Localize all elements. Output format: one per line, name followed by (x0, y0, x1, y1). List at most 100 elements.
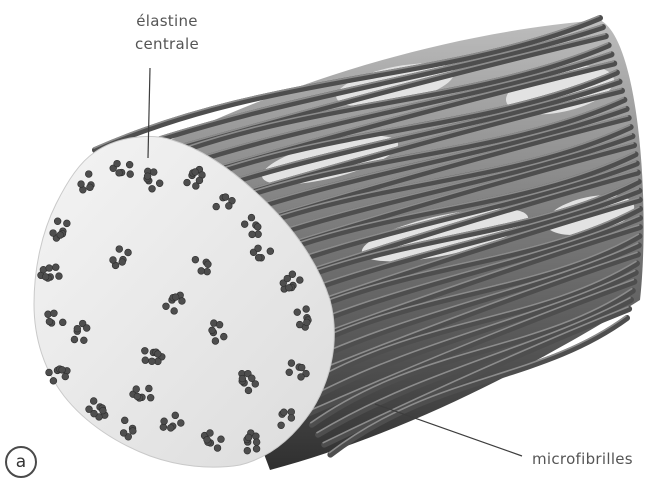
microfibril-dot (294, 309, 301, 316)
microfibril-dot (62, 373, 69, 380)
microfibril-dot (144, 173, 151, 180)
microfibril-dot (129, 428, 136, 435)
microfibril-dot (253, 439, 260, 446)
microfibril-dot (167, 425, 174, 432)
microfibril-dot (255, 245, 262, 252)
microfibril-dot (63, 220, 70, 227)
microfibril-dot (278, 422, 285, 429)
microfibril-dot (171, 308, 178, 315)
microfibril-dot (116, 169, 123, 176)
microfibril-dot (57, 232, 64, 239)
microfibril-dot (125, 249, 132, 256)
microfibril-dot (83, 325, 90, 332)
microfibril-dot (116, 246, 123, 253)
microfibril-dot (86, 184, 93, 191)
microfibril-dot (192, 256, 199, 263)
microfibril-dot (253, 445, 260, 452)
microfibril-dot (207, 430, 214, 437)
microfibrilles-label: microfibrilles (532, 448, 633, 471)
microfibril-dot (126, 161, 133, 168)
microfibril-dot (225, 202, 232, 209)
microfibril-dot (133, 386, 140, 393)
microfibril-dot (205, 261, 212, 268)
microfibril-dot (154, 351, 161, 358)
microfibril-dot (239, 375, 246, 382)
microfibril-dot (46, 369, 53, 376)
microfibril-dot (214, 445, 221, 452)
microfibril-dot (288, 360, 295, 367)
microfibril-dot (145, 385, 152, 392)
microfibril-dot (222, 194, 229, 201)
microfibril-dot (303, 306, 310, 313)
microfibril-dot (150, 169, 157, 176)
microfibril-dot (255, 254, 262, 261)
microfibril-dot (147, 394, 154, 401)
microfibril-dot (254, 223, 261, 230)
microfibril-dot (78, 181, 85, 188)
microfibril-dot (298, 374, 305, 381)
microfibril-dot (46, 318, 53, 325)
microfibril-dot (42, 273, 49, 280)
microfibril-dot (149, 185, 156, 192)
microfibril-dot (267, 248, 274, 255)
microfibril-dot (245, 387, 252, 394)
microfibril-dot (134, 393, 141, 400)
microfibril-dot (141, 347, 148, 354)
microfibril-dot (220, 333, 227, 340)
microfibril-dot (71, 336, 78, 343)
microfibril-dot (114, 160, 121, 167)
microfibril-dot (177, 420, 184, 427)
microfibril-dot (50, 230, 57, 237)
microfibril-dot (245, 434, 252, 441)
microfibril-dot (284, 275, 291, 282)
microfibril-dot (148, 358, 155, 365)
microfibril-dot (156, 180, 163, 187)
microfibril-dot (212, 338, 219, 345)
microfibril-dot (248, 214, 255, 221)
microfibril-dot (172, 412, 179, 419)
elastine-label-line1: élastine (112, 10, 222, 33)
microfibril-dot (172, 294, 179, 301)
microfibril-dot (119, 259, 126, 266)
microfibril-dot (248, 375, 255, 382)
microfibril-dot (163, 303, 170, 310)
microfibril-dot (121, 417, 128, 424)
microfibrilles-leader-line (375, 404, 522, 456)
microfibril-dot (192, 169, 199, 176)
microfibril-dot (90, 398, 97, 405)
microfibril-dot (52, 264, 59, 271)
microfibril-dot (241, 221, 248, 228)
microfibril-dot (85, 171, 92, 178)
microfibril-dot (213, 203, 220, 210)
microfibril-dot (59, 319, 66, 326)
microfibril-dot (288, 415, 295, 422)
microfibril-dot (51, 310, 58, 317)
microfibril-dot (303, 319, 310, 326)
microfibril-dot (286, 369, 293, 376)
elastine-centrale-label: élastine centrale (112, 10, 222, 56)
microfibril-dot (204, 436, 211, 443)
microfibril-dot (280, 409, 287, 416)
microfibril-dot (198, 267, 205, 274)
microfibril-dot (209, 327, 216, 334)
microfibril-dot (216, 321, 223, 328)
microfibril-dot (184, 179, 191, 186)
microfibril-dot (120, 430, 127, 437)
microfibril-dot (142, 357, 149, 364)
microfibril-dot (54, 218, 61, 225)
microfibril-dot (59, 366, 66, 373)
microfibril-dot (296, 321, 303, 328)
microfibril-dot (50, 377, 57, 384)
microfibril-dot (91, 410, 98, 417)
panel-letter-icon: a (5, 446, 37, 478)
microfibril-dot (179, 298, 186, 305)
microfibril-dot (286, 284, 293, 291)
microfibril-dot (74, 325, 81, 332)
microfibril-dot (296, 277, 303, 284)
microfibril-dot (218, 436, 225, 443)
microfibril-dot (56, 273, 63, 280)
microfibril-dot (161, 418, 168, 425)
microfibril-dot (110, 257, 117, 264)
elastine-label-line2: centrale (112, 33, 222, 56)
